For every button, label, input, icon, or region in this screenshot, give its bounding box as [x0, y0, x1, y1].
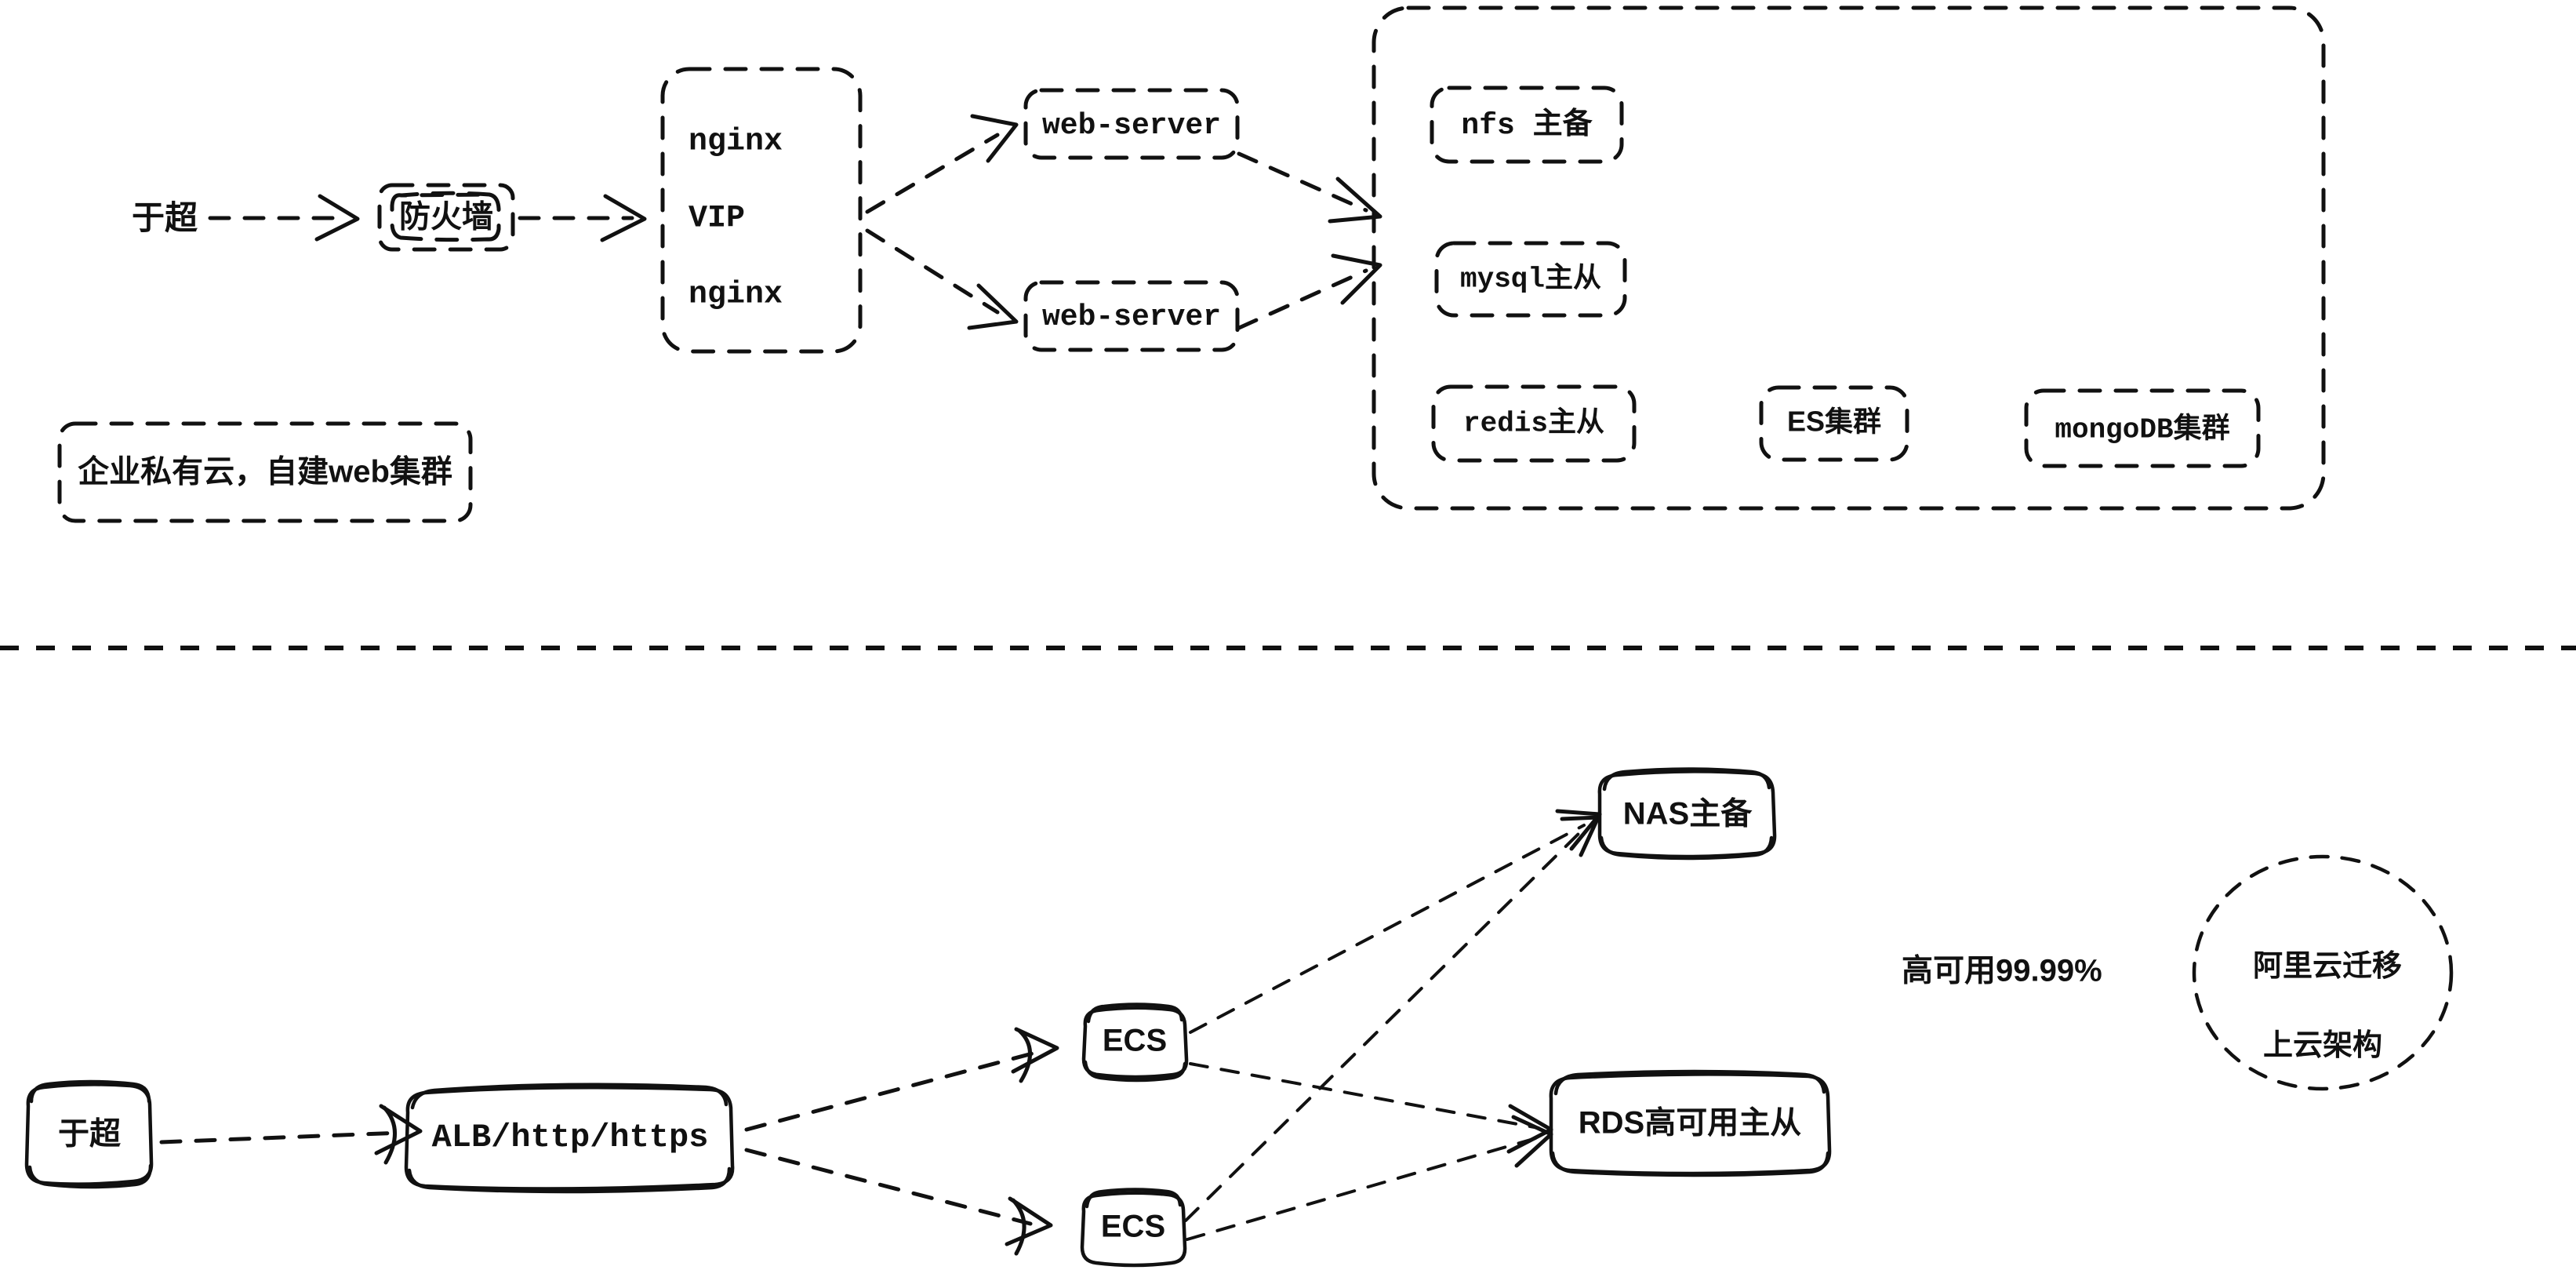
firewall-node[interactable]: 防火墙	[377, 183, 515, 252]
rds-node[interactable]: RDS高可用主从	[1549, 1069, 1832, 1177]
cloud-migration-badge: 阿里云迁移 上云架构	[2192, 854, 2454, 1091]
onprem-caption-label: 企业私有云，自建web集群	[78, 454, 452, 489]
nas-node[interactable]: NAS主备	[1597, 767, 1777, 861]
backend-item-mongodb[interactable]: mongoDB集群	[2024, 388, 2261, 468]
cloud-client-node[interactable]: 于超	[24, 1079, 154, 1189]
lb-stack-line2: VIP	[689, 202, 745, 237]
badge-line-1: 阿里云迁移	[2253, 950, 2402, 983]
edge-webserver2-to-cluster	[1237, 253, 1382, 330]
web-server-node-2[interactable]: web-server	[1023, 280, 1240, 352]
firewall-label: 防火墙	[399, 200, 493, 235]
ecs-label-1: ECS	[1103, 1024, 1167, 1058]
edge-client-to-firewall	[208, 194, 360, 242]
web-server-label-2: web-server	[1042, 300, 1221, 334]
backend-item-nfs[interactable]: nfs 主备	[1430, 86, 1624, 164]
sla-label: 高可用99.99%	[1902, 954, 2102, 988]
cloud-client-label: 于超	[58, 1117, 122, 1152]
ecs-label-2: ECS	[1101, 1210, 1165, 1244]
edge-alb-to-ecs-1	[744, 1027, 1059, 1132]
edge-cloudclient-to-alb	[159, 1104, 423, 1165]
lb-stack-line1: nginx	[689, 125, 783, 160]
backend-item-label-nfs: nfs 主备	[1461, 107, 1593, 143]
backend-item-mysql[interactable]: mysql主从	[1434, 241, 1627, 318]
backend-item-label-es: ES集群	[1787, 406, 1881, 438]
edge-firewall-to-lb	[518, 194, 647, 242]
backend-item-label-mongodb: mongoDB集群	[2055, 413, 2229, 446]
rds-label: RDS高可用主从	[1579, 1106, 1801, 1141]
backend-item-redis[interactable]: redis主从	[1431, 384, 1637, 463]
backend-item-es[interactable]: ES集群	[1759, 385, 1909, 462]
edge-lb-to-webserver-1	[865, 114, 1019, 214]
alb-label: ALB/http/https	[432, 1119, 709, 1156]
edge-alb-to-ecs-2	[744, 1148, 1053, 1256]
edge-lb-to-webserver-2	[865, 228, 1019, 330]
edge-ecs1-to-rds	[1189, 1062, 1553, 1154]
ecs-node-2[interactable]: ECS	[1080, 1188, 1187, 1268]
lb-stack-node[interactable]: nginx VIP nginx	[660, 67, 863, 354]
web-server-label-1: web-server	[1042, 109, 1221, 143]
backend-item-label-mysql: mysql主从	[1460, 262, 1601, 296]
edge-ecs2-to-rds	[1186, 1115, 1553, 1241]
ecs-node-1[interactable]: ECS	[1081, 1003, 1189, 1083]
edge-webserver1-to-cluster	[1237, 151, 1382, 224]
edge-ecs2-to-nas	[1184, 815, 1600, 1222]
onprem-caption-node: 企业私有云，自建web集群	[57, 421, 473, 523]
onprem-client-label: 于超	[132, 199, 198, 236]
alb-node[interactable]: ALB/http/https	[404, 1083, 735, 1194]
edge-ecs1-to-nas	[1189, 809, 1602, 1034]
backend-item-label-redis: redis主从	[1463, 406, 1604, 440]
lb-stack-line3: nginx	[689, 278, 783, 313]
badge-line-2: 上云架构	[2263, 1029, 2382, 1062]
nas-label: NAS主备	[1623, 797, 1753, 832]
backend-cluster-group	[1372, 5, 2326, 511]
web-server-node-1[interactable]: web-server	[1023, 88, 1240, 160]
